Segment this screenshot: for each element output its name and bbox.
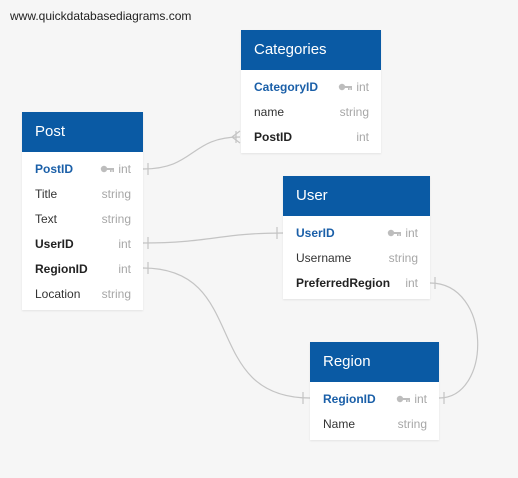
table-row[interactable]: CategoryID int (241, 74, 381, 99)
field-type: int (396, 392, 427, 406)
table-row[interactable]: RegionID int (310, 386, 439, 411)
field-name: Location (35, 286, 81, 301)
table-header[interactable]: User (283, 176, 430, 216)
field-name: RegionID (35, 261, 88, 276)
table-categories[interactable]: Categories CategoryID int name string Po… (241, 30, 381, 153)
table-row[interactable]: Title string (22, 181, 143, 206)
field-name: UserID (35, 236, 74, 251)
field-name: PreferredRegion (296, 275, 391, 290)
site-url: www.quickdatabasediagrams.com (10, 9, 192, 23)
field-type-label: int (118, 161, 131, 176)
table-row[interactable]: UserID int (283, 220, 430, 245)
table-header[interactable]: Region (310, 342, 439, 382)
key-icon (101, 165, 115, 172)
table-row[interactable]: Text string (22, 206, 143, 231)
field-name: CategoryID (254, 79, 319, 94)
field-type: string (101, 286, 131, 301)
field-type: int (356, 129, 369, 144)
key-icon (397, 395, 411, 402)
field-name: PostID (254, 129, 293, 144)
field-type: int (100, 162, 131, 176)
table-row[interactable]: Username string (283, 245, 430, 270)
field-type: int (338, 80, 369, 94)
field-type: string (101, 186, 131, 201)
field-type: int (118, 261, 131, 276)
field-type: string (388, 250, 418, 265)
table-row[interactable]: PostID int (22, 156, 143, 181)
table-row[interactable]: RegionID int (22, 256, 143, 281)
field-name: name (254, 104, 285, 119)
field-name: Title (35, 186, 58, 201)
field-name: UserID (296, 225, 335, 240)
link-post-region (142, 267, 311, 399)
field-name: RegionID (323, 391, 376, 406)
field-type: string (397, 416, 427, 431)
field-type: int (387, 226, 418, 240)
field-type-label: int (414, 391, 427, 406)
link-post-user (142, 232, 284, 244)
field-type: string (339, 104, 369, 119)
crowfoot-lower (231, 136, 241, 144)
table-row[interactable]: Name string (310, 411, 439, 436)
field-name: Name (323, 416, 356, 431)
table-row[interactable]: name string (241, 99, 381, 124)
field-name: Username (296, 250, 352, 265)
table-user[interactable]: User UserID int Username string Preferre… (283, 176, 430, 299)
field-type-label: int (356, 79, 369, 94)
key-icon (388, 229, 402, 236)
table-post[interactable]: Post PostID int Title string Text string… (22, 112, 143, 310)
field-type: int (118, 236, 131, 251)
table-region[interactable]: Region RegionID int Name string (310, 342, 439, 440)
table-row[interactable]: PostID int (241, 124, 381, 149)
table-row[interactable]: UserID int (22, 231, 143, 256)
field-type-label: int (405, 225, 418, 240)
link-post-categories (142, 136, 241, 170)
field-type: string (101, 211, 131, 226)
key-icon (339, 83, 353, 90)
field-name: Text (35, 211, 58, 226)
table-row[interactable]: Location string (22, 281, 143, 306)
field-type: int (405, 275, 418, 290)
table-header[interactable]: Categories (241, 30, 381, 70)
field-name: PostID (35, 161, 74, 176)
table-header[interactable]: Post (22, 112, 143, 152)
crowfoot-upper (231, 130, 241, 138)
link-user-region (429, 282, 479, 399)
table-row[interactable]: PreferredRegion int (283, 270, 430, 295)
